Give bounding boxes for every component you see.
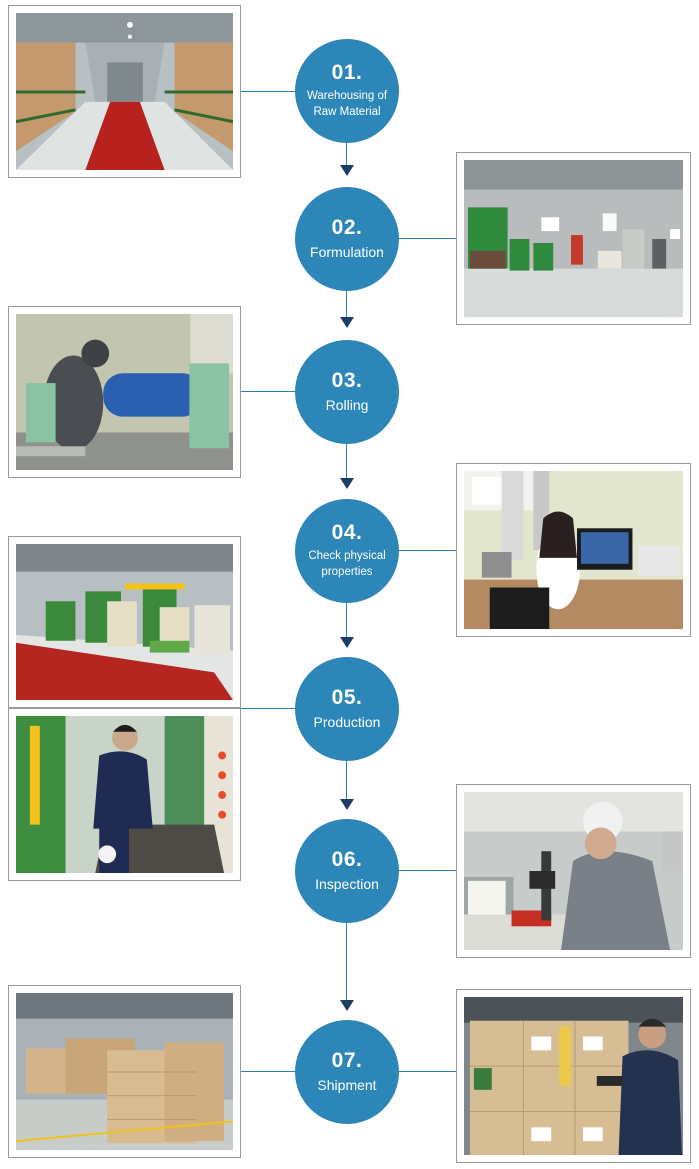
step-number: 07. — [331, 1049, 363, 1073]
photo-warehouse — [8, 5, 241, 178]
step-label: Check physical properties — [308, 549, 386, 578]
step-number: 02. — [331, 216, 363, 240]
flow-line — [346, 290, 347, 317]
flow-line — [346, 443, 347, 478]
step-05: 05. Production — [295, 657, 399, 761]
production-worker-illustration — [16, 716, 233, 873]
connector-line — [398, 1071, 464, 1072]
flow-arrow — [340, 165, 354, 176]
flow-arrow — [340, 799, 354, 810]
step-label: Shipment — [317, 1077, 377, 1094]
formulation-illustration — [464, 160, 683, 317]
flow-line — [346, 603, 347, 637]
warehouse-illustration — [16, 13, 233, 170]
step-07: 07. Shipment — [295, 1020, 399, 1124]
flow-line — [346, 143, 347, 165]
connector-line — [398, 550, 464, 551]
flow-line — [346, 923, 347, 1000]
flow-arrow — [340, 478, 354, 489]
step-label: Formulation — [310, 244, 384, 261]
lab-illustration — [464, 471, 683, 629]
step-01: 01. Warehousing of Raw Material — [295, 39, 399, 143]
photo-formulation — [456, 152, 691, 325]
flow-arrow — [340, 1000, 354, 1011]
shipment-warehouse-illustration — [16, 993, 233, 1150]
step-label: Warehousing of Raw Material — [306, 89, 388, 118]
flow-arrow — [340, 317, 354, 328]
photo-physical-test — [456, 463, 691, 637]
photo-production-hall — [8, 536, 241, 708]
connector-line — [233, 1071, 296, 1072]
step-02: 02. Formulation — [295, 187, 399, 291]
step-number: 03. — [331, 369, 363, 393]
step-number: 05. — [331, 686, 363, 710]
step-label: Rolling — [325, 397, 369, 414]
flow-line — [346, 761, 347, 799]
step-03: 03. Rolling — [295, 340, 399, 444]
inspection-illustration — [464, 792, 683, 950]
step-label: Inspection — [315, 876, 379, 893]
step-number: 06. — [331, 848, 363, 872]
step-04: 04. Check physical properties — [295, 499, 399, 603]
step-number: 01. — [331, 60, 363, 84]
step-label: Production — [313, 714, 381, 731]
rolling-illustration — [16, 314, 233, 470]
step-06: 06. Inspection — [295, 819, 399, 923]
step-number: 04. — [331, 520, 363, 544]
photo-rolling — [8, 306, 241, 478]
connector-line — [233, 91, 296, 92]
photo-inspection — [456, 784, 691, 958]
flow-arrow — [340, 637, 354, 648]
photo-shipment-warehouse — [8, 985, 241, 1158]
production-hall-illustration — [16, 544, 233, 700]
connector-line — [398, 238, 464, 239]
connector-line — [233, 391, 296, 392]
connector-line — [398, 870, 464, 871]
photo-production-worker — [8, 708, 241, 881]
photo-shipment-scan — [456, 989, 691, 1163]
shipment-scan-illustration — [464, 997, 683, 1155]
